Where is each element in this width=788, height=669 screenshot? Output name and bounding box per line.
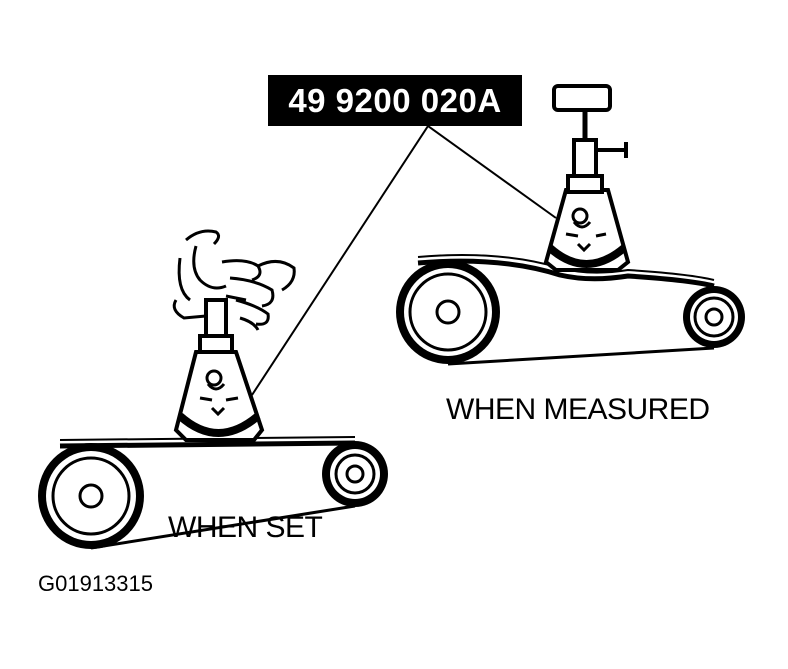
measured-assembly [396, 84, 745, 366]
measured-small-pulley [683, 286, 745, 348]
set-large-pulley [38, 443, 144, 549]
set-small-pulley [322, 441, 388, 507]
when-set-caption: WHEN SET [168, 511, 323, 544]
part-number-label: 49 9200 020A [268, 75, 522, 126]
leader-lines [251, 125, 557, 396]
measured-large-pulley [396, 260, 500, 364]
set-assembly [38, 229, 388, 550]
measured-tension-gauge [543, 84, 631, 272]
set-tension-gauge [173, 298, 265, 442]
leader-line-when-set [251, 125, 429, 396]
when-measured-caption: WHEN MEASURED [446, 393, 710, 426]
hand-pressing-gauge [172, 229, 296, 331]
leader-line-when-measured [427, 125, 557, 219]
figure-id: G01913315 [38, 571, 153, 596]
